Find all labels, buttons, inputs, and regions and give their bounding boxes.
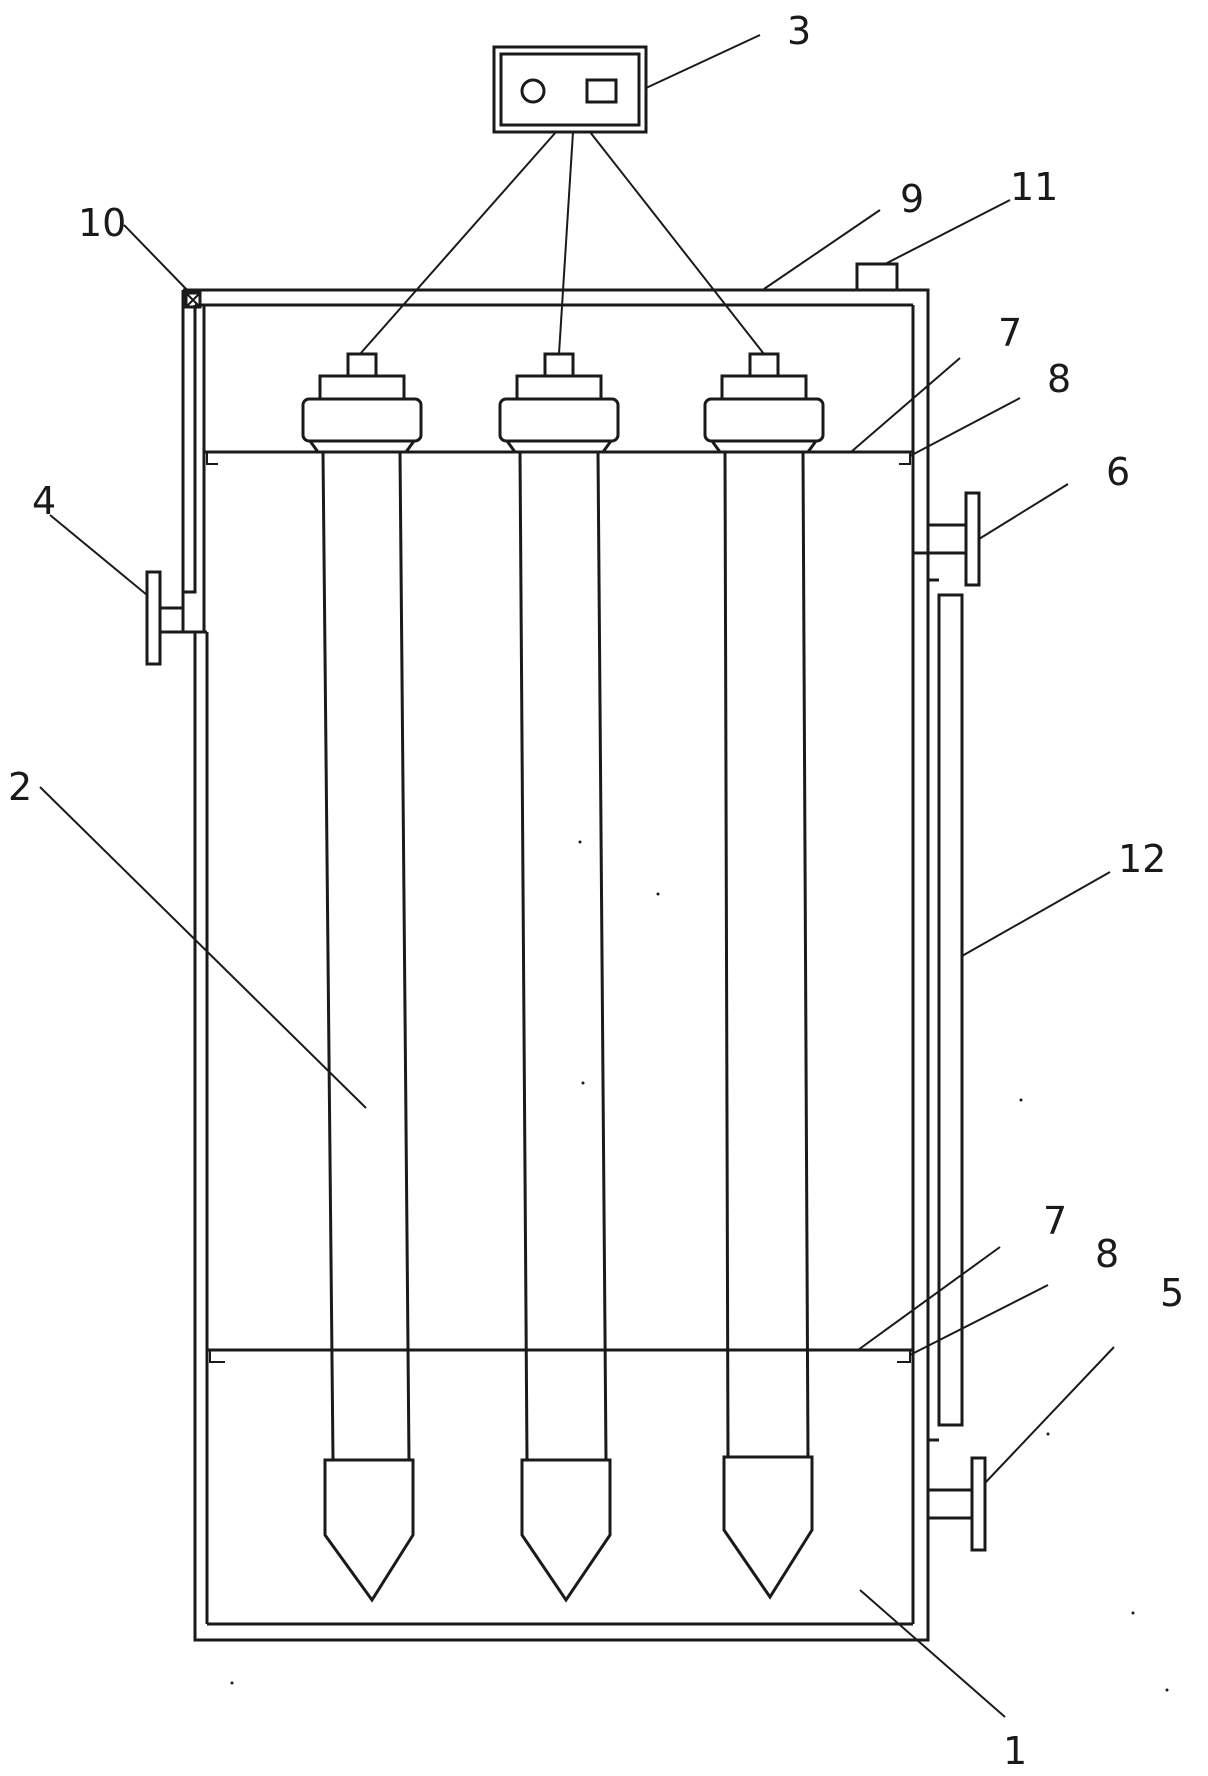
label-partition-lower: 7 bbox=[1043, 1199, 1067, 1243]
outlet-top-right bbox=[913, 491, 981, 587]
label-tank: 1 bbox=[1003, 1729, 1027, 1773]
control-box bbox=[492, 45, 648, 134]
leader-lines bbox=[39, 34, 1115, 1718]
label-top-fitting: 11 bbox=[1010, 165, 1058, 209]
outlet-bottom-right bbox=[928, 1456, 987, 1552]
tank-shell bbox=[181, 288, 930, 1642]
label-inlet-left: 4 bbox=[32, 479, 56, 523]
label-support-lower: 8 bbox=[1095, 1232, 1119, 1276]
lamp-3 bbox=[703, 352, 825, 1600]
label-outlet-top-right: 6 bbox=[1106, 450, 1130, 494]
knob-icon bbox=[520, 78, 546, 104]
label-support-upper: 8 bbox=[1047, 357, 1071, 401]
scan-specks bbox=[230, 840, 1169, 1692]
top-fitting bbox=[855, 262, 899, 292]
level-gauge bbox=[928, 578, 964, 1442]
inlet-left bbox=[145, 570, 207, 666]
label-inner-chamber: 2 bbox=[8, 765, 32, 809]
label-control-box: 3 bbox=[787, 9, 811, 53]
lamp-1 bbox=[301, 352, 423, 1603]
label-outlet-bottom-right: 5 bbox=[1160, 1271, 1184, 1315]
label-partition-upper: 7 bbox=[998, 311, 1022, 355]
upper-partition bbox=[204, 450, 913, 465]
label-top-cover: 9 bbox=[900, 177, 924, 221]
display-icon bbox=[585, 78, 618, 104]
lamp-2 bbox=[498, 352, 620, 1603]
cables bbox=[359, 131, 765, 355]
label-vent-valve: 10 bbox=[78, 201, 126, 245]
label-level-gauge: 12 bbox=[1118, 837, 1166, 881]
vent-valve bbox=[184, 291, 202, 309]
labels: 3 9 11 10 7 8 6 4 2 12 7 8 5 1 bbox=[8, 9, 1184, 1773]
